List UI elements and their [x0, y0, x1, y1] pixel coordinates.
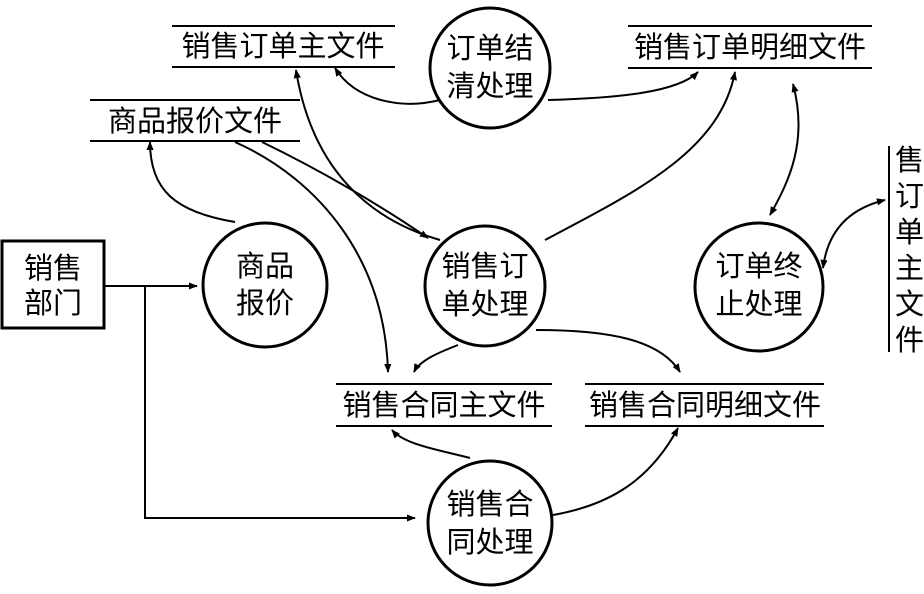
process-label-line-1: 销售订 — [441, 249, 528, 283]
process-contract: 销售合 同处理 — [426, 459, 554, 587]
process-label-line-1: 商品 — [236, 249, 294, 283]
data-store-order-main: 销售订单主文件 — [172, 25, 395, 68]
data-store-label: 销售订单主文件 — [181, 29, 384, 63]
flow-quote-to-price — [146, 141, 236, 223]
process-settle: 订单结 清处理 — [428, 6, 552, 130]
data-store-contract-detail: 销售合同明细文件 — [585, 383, 824, 427]
flow-settle-to-order-main — [334, 67, 441, 105]
flows — [104, 67, 886, 522]
vertical-label-char: 订 — [895, 179, 924, 213]
process-label-line-2: 清处理 — [446, 69, 533, 103]
entity-label-line-2: 部门 — [24, 286, 82, 320]
flow-order-to-contract-main — [413, 344, 459, 373]
flow-price-to-contract-main — [234, 141, 392, 373]
data-store-order-detail: 销售订单明细文件 — [628, 25, 872, 69]
process-quote: 商品 报价 — [201, 221, 329, 349]
flow-dept-to-contract — [144, 286, 416, 522]
data-store-label: 销售订单明细文件 — [634, 30, 866, 64]
flow-contract-to-contract-detail — [552, 427, 679, 516]
data-store-contract-main: 销售合同主文件 — [336, 383, 552, 427]
flow-settle-to-order-detail — [547, 71, 699, 101]
flow-contract-to-contract-main — [391, 429, 471, 459]
external-entity-sales-dept: 销售 部门 — [0, 239, 106, 330]
data-store-label: 商品报价文件 — [108, 104, 282, 138]
flow-order-to-contract-detail — [535, 329, 681, 373]
flow-price-to-order — [261, 141, 429, 239]
process-order: 销售订 单处理 — [423, 224, 547, 348]
vertical-label-char: 单 — [895, 215, 924, 249]
process-label-line-1: 订单终 — [715, 249, 802, 283]
flow-order-to-order-main — [293, 69, 441, 241]
data-store-order-main-vertical: 售订单主文件 — [888, 143, 924, 357]
flow-order-to-order-detail — [544, 71, 737, 241]
vertical-label-char: 文 — [895, 287, 924, 321]
vertical-label-char: 主 — [895, 251, 924, 285]
vertical-label-char: 售 — [895, 143, 924, 177]
process-label-line-2: 止处理 — [715, 287, 802, 321]
process-label-line-1: 销售合 — [446, 487, 533, 521]
process-label-line-2: 报价 — [236, 286, 294, 320]
process-label-line-2: 单处理 — [441, 287, 528, 321]
process-terminate: 订单终 止处理 — [693, 221, 825, 353]
flow-terminate-order-main-2 — [820, 198, 886, 269]
flow-order-detail-terminate — [769, 83, 800, 216]
data-store-vertical-label: 售订单主文件 — [895, 143, 924, 357]
entity-label-line-1: 销售 — [24, 251, 82, 285]
process-label-line-2: 同处理 — [446, 525, 533, 559]
data-store-label: 销售合同主文件 — [342, 388, 545, 422]
data-store-price: 商品报价文件 — [90, 99, 300, 142]
vertical-label-char: 件 — [895, 323, 924, 357]
process-label-line-1: 订单结 — [446, 31, 533, 65]
data-store-label: 销售合同明细文件 — [589, 388, 821, 422]
